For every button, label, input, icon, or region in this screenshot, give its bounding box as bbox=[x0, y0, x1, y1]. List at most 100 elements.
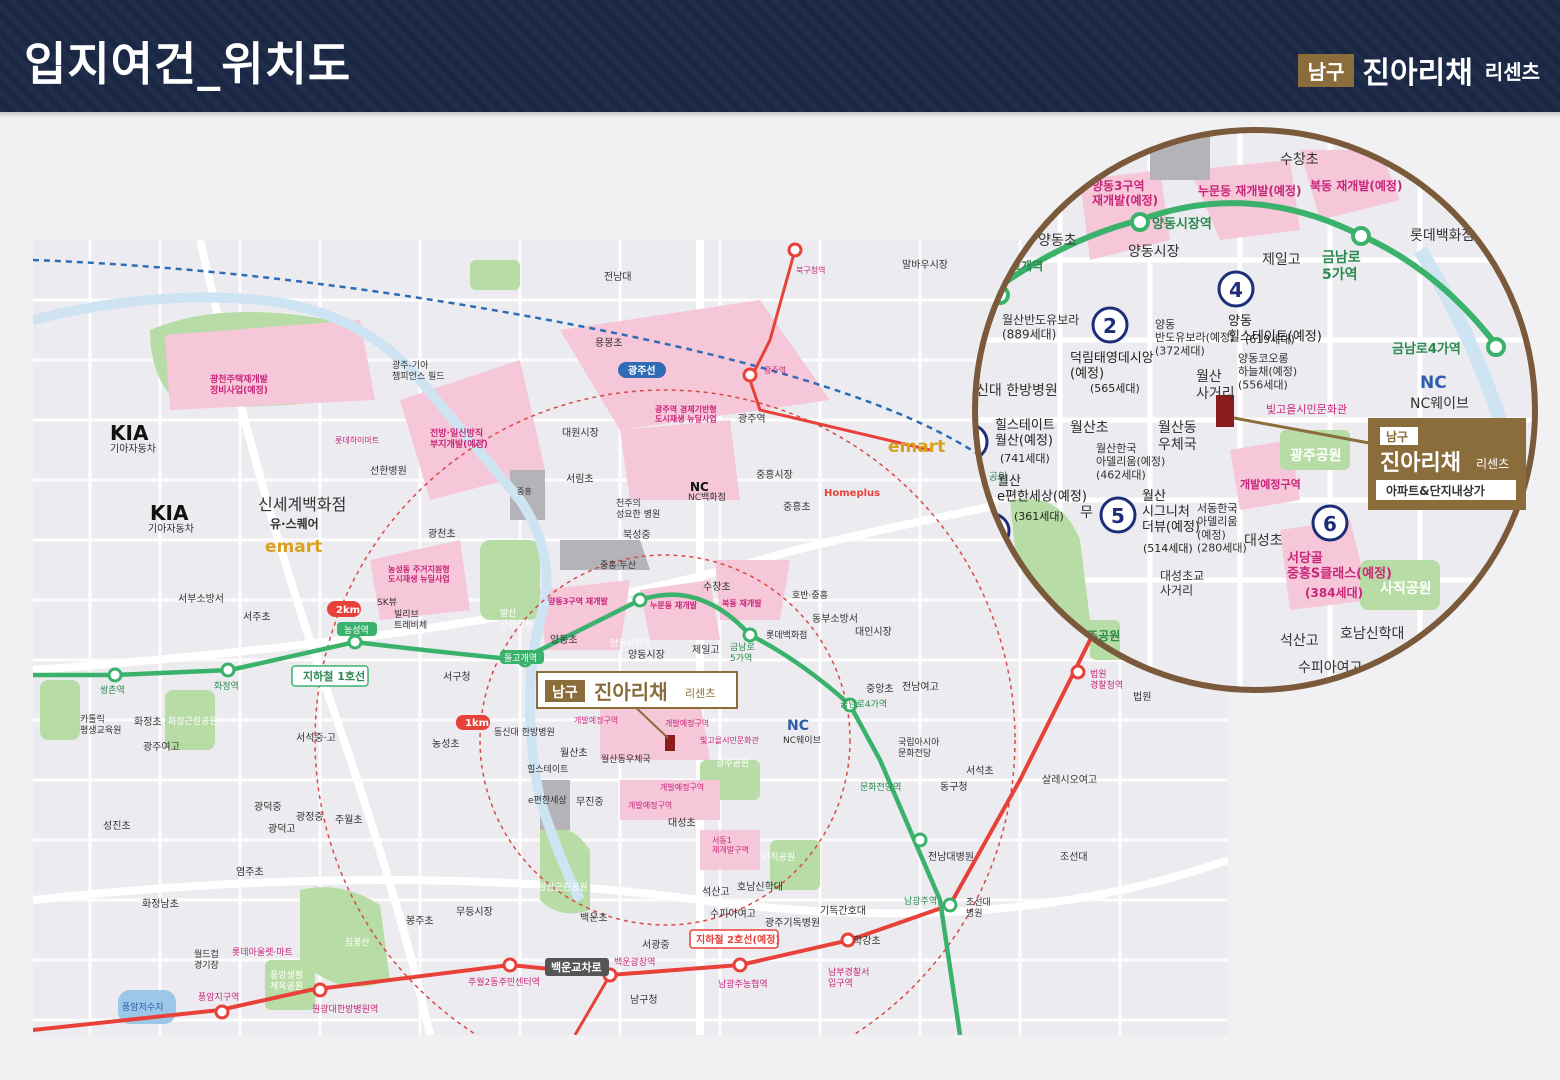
jungheung-dusan: 중흥·두산 bbox=[600, 559, 636, 571]
mudeung-label: 무등시장 bbox=[456, 906, 493, 918]
donggu-office: 동구청 bbox=[940, 781, 968, 793]
bitgoeul-label: 빛고을시민문화관 bbox=[700, 735, 760, 745]
kia-label-1: 기아자동차 bbox=[110, 443, 156, 455]
hwajeongcho-label: 화정초 bbox=[134, 716, 162, 728]
site-callout: 남구 진아리채 리센츠 bbox=[536, 671, 738, 709]
station-bukgu bbox=[787, 242, 803, 258]
pungam-reservoir-label: 풍암저수지 bbox=[122, 1001, 163, 1013]
gwangju-station-label: 광주역 bbox=[738, 413, 766, 425]
inset-yangdong-station: 양동시장역 bbox=[1152, 216, 1212, 232]
jungheung-label: 중흥 bbox=[517, 486, 532, 496]
station-namgwangju-nh bbox=[732, 957, 748, 973]
site-tag: 남구 bbox=[552, 684, 578, 701]
inset-brand-box: 남구 진아리채 리센츠 아파트&단지내상가 bbox=[1368, 418, 1526, 510]
daewon-label: 대원시장 bbox=[562, 427, 599, 439]
sareshi-label: 살레시오여고 bbox=[1042, 774, 1097, 786]
brand-name: 진아리채 bbox=[1362, 56, 1473, 91]
inset-nc-wave: NC웨이브 bbox=[1410, 396, 1469, 412]
station-jwil2 bbox=[502, 957, 518, 973]
yangdong-station-label: 양동시장역 bbox=[610, 638, 651, 649]
yongbong-label: 용봉초 bbox=[595, 337, 623, 349]
seongjin-label: 성진초 bbox=[103, 820, 131, 832]
station-ssangchon bbox=[107, 667, 123, 683]
namgwangju-label: 남광주역 bbox=[904, 895, 937, 907]
hakgang-label: 학강초 bbox=[853, 935, 881, 947]
gwangjuyeok-red-label: 광주역 bbox=[764, 365, 786, 375]
pungam-jigu-label: 풍암지구역 bbox=[198, 991, 239, 1003]
seorimcho-label: 서림초 bbox=[566, 473, 594, 485]
jeilgo-label: 제일고 bbox=[692, 644, 720, 656]
gwangdeokgo-label: 광덕고 bbox=[268, 823, 296, 835]
inset-brand-name: 진아리채 bbox=[1380, 451, 1461, 476]
spot-1-units: (741세대) bbox=[1000, 452, 1050, 465]
dongsindae-label: 동신대 한방병원 bbox=[494, 727, 555, 738]
inset-nubon: 누문동 재개발(예정) bbox=[1198, 183, 1301, 198]
site-sub: 리센츠 bbox=[685, 687, 715, 700]
header-bar: 입지여건_위치도 남구 진아리채 리센츠 bbox=[0, 0, 1560, 112]
inset-border bbox=[972, 127, 1538, 693]
station-geumnamro4 bbox=[842, 697, 858, 713]
gwangdeok-label: 광덕중 bbox=[254, 801, 282, 813]
2km-label: 2km bbox=[336, 605, 360, 616]
sajik-label: 사직공원 bbox=[762, 852, 795, 863]
inset-tag: 남구 bbox=[1386, 429, 1408, 444]
station-geumnamro5 bbox=[742, 627, 758, 643]
inset-lotte: 롯데백화점 bbox=[1410, 228, 1474, 244]
inset-brand-sub: 리센츠 bbox=[1476, 457, 1509, 471]
namgu-office-label: 남구청 bbox=[630, 994, 658, 1006]
dolgogae-label: 돌고개역 bbox=[504, 653, 537, 664]
seoju-label: 서주초 bbox=[243, 611, 271, 623]
seoseok-label: 서석중·고 bbox=[296, 732, 336, 744]
gwangju-line bbox=[33, 258, 1001, 471]
baegun-cho-label: 백운초 bbox=[580, 912, 608, 924]
redevelopment-zones bbox=[165, 300, 830, 870]
spot-5-marker bbox=[1099, 496, 1137, 534]
honam-label: 호남신학대 bbox=[737, 881, 783, 893]
inset-geumnamro4: 금남로4가역 bbox=[1392, 341, 1461, 357]
inset-wolsan-bando: 월산반도유보라(889세대) bbox=[1002, 313, 1079, 341]
line1-label: 지하철 1호선 bbox=[303, 669, 365, 683]
bongju-label: 봉주초 bbox=[406, 915, 434, 927]
page-title: 입지여건_위치도 bbox=[24, 37, 352, 91]
baegungyocharo-label: 백운교차로 bbox=[551, 960, 602, 974]
bukseong-label: 북성중 bbox=[623, 529, 651, 541]
wonkwang-label: 원광대한방병원역 bbox=[312, 1003, 378, 1015]
gaebal-zone-4: 개발예정구역 bbox=[628, 800, 672, 810]
spot-2-marker bbox=[1091, 306, 1129, 344]
spot-6-marker bbox=[1311, 504, 1349, 542]
hwajeong-park-label: 화정근린공원 bbox=[168, 716, 218, 727]
bukgu-label: 북구청역 bbox=[796, 265, 825, 275]
line1-badge bbox=[291, 665, 369, 687]
lotte-outlet-label: 롯데아울렛·마트 bbox=[232, 947, 293, 958]
emart-right-logo: emart bbox=[888, 437, 945, 457]
jwil2-label: 주월2동주민센터역 bbox=[468, 976, 540, 988]
nc-wave-label: NC웨이브 bbox=[783, 734, 821, 746]
station-gwangjuyeok bbox=[742, 367, 758, 383]
seogu-office: 서구청 bbox=[443, 671, 471, 683]
gaebal-zone-1: 개발예정구역 bbox=[574, 715, 618, 725]
inset-gaebal: 개발예정구역 bbox=[1240, 477, 1301, 491]
culture-station-label: 문화전당역 bbox=[860, 782, 901, 793]
spot-2-name: 덕림태영데시앙(예정) bbox=[1070, 351, 1154, 382]
station-nongseong bbox=[347, 634, 363, 650]
spot-4-marker bbox=[1217, 270, 1255, 308]
daein-label: 대인시장 bbox=[855, 626, 892, 638]
suchang-label: 수창초 bbox=[703, 581, 731, 593]
seogwang-label: 서광중 bbox=[642, 939, 670, 951]
spot-5-num: 5 bbox=[1111, 504, 1125, 528]
malbawoo-label: 말바우시장 bbox=[902, 259, 948, 271]
